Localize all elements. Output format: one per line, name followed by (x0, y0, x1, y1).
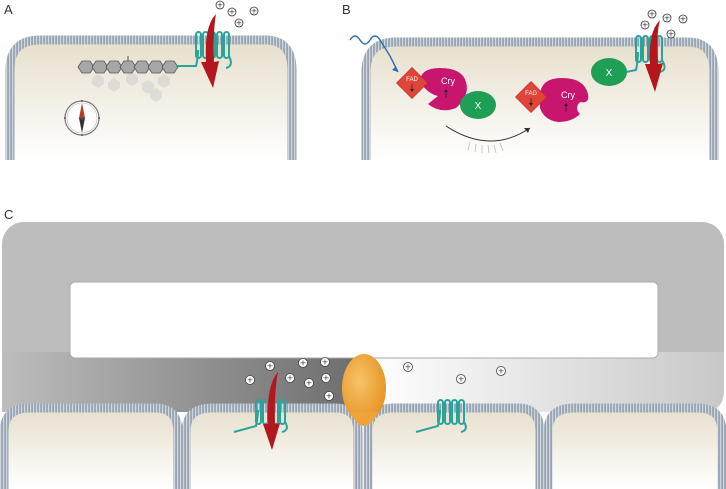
cation: + (250, 7, 258, 16)
cation: + (235, 19, 243, 28)
svg-text:+: + (229, 8, 236, 17)
cell-a (10, 40, 292, 160)
svg-text:+: + (236, 19, 243, 28)
cations: + + + + (216, 1, 258, 28)
cation: + (641, 21, 649, 30)
cation: + (299, 359, 308, 368)
x-label: X (475, 101, 482, 112)
svg-text:+: + (322, 358, 329, 367)
cation: + (305, 379, 314, 388)
svg-text:+: + (664, 14, 671, 23)
panel-b: B Cry FAD X (342, 2, 714, 160)
svg-text:+: + (251, 7, 258, 16)
cation: + (228, 8, 236, 17)
cation: + (286, 374, 295, 383)
cation: + (266, 362, 275, 371)
cation: + (663, 14, 671, 23)
protein-x: X (460, 91, 496, 119)
panel-c-letter: C (4, 207, 13, 222)
svg-text:+: + (300, 359, 307, 368)
cytoplasm (548, 408, 722, 489)
cation: + (325, 392, 334, 401)
cry-label: Cry (441, 76, 455, 86)
svg-text:+: + (668, 30, 675, 39)
panel-b-letter: B (342, 2, 351, 17)
cation: + (216, 1, 224, 10)
protein-x-bound: X (591, 58, 627, 86)
cation: + (497, 367, 506, 376)
svg-text:+: + (405, 363, 412, 372)
cation: + (648, 10, 656, 19)
svg-text:+: + (306, 379, 313, 388)
svg-text:+: + (323, 374, 330, 383)
cation: + (322, 374, 331, 383)
cytoplasm (368, 408, 540, 489)
compartment-lumen (70, 282, 658, 358)
svg-text:+: + (680, 15, 687, 24)
x-label: X (606, 68, 613, 79)
svg-text:+: + (642, 21, 649, 30)
fad-label: FAD (406, 77, 418, 83)
cation: + (321, 358, 330, 367)
cation: + (246, 376, 255, 385)
cytoplasm (10, 40, 292, 160)
svg-text:+: + (458, 375, 465, 384)
cations: + + + + + (641, 10, 687, 39)
cation: + (457, 375, 466, 384)
cytoplasm (4, 408, 178, 489)
cation: + (679, 15, 687, 24)
cry-label: Cry (561, 90, 575, 100)
panel-c: C (2, 207, 724, 489)
svg-text:+: + (217, 1, 224, 10)
svg-text:+: + (247, 376, 254, 385)
cation: + (404, 363, 413, 372)
svg-text:+: + (498, 367, 505, 376)
svg-text:+: + (649, 10, 656, 19)
svg-text:+: + (326, 392, 333, 401)
cation: + (667, 30, 675, 39)
svg-text:+: + (287, 374, 294, 383)
fad-label: FAD (525, 91, 537, 97)
panel-a-letter: A (4, 2, 13, 17)
cell-c4 (548, 408, 722, 489)
svg-text:+: + (267, 362, 274, 371)
panel-a: A (4, 1, 292, 161)
cell-c1 (4, 408, 178, 489)
cell-c3 (368, 408, 540, 489)
